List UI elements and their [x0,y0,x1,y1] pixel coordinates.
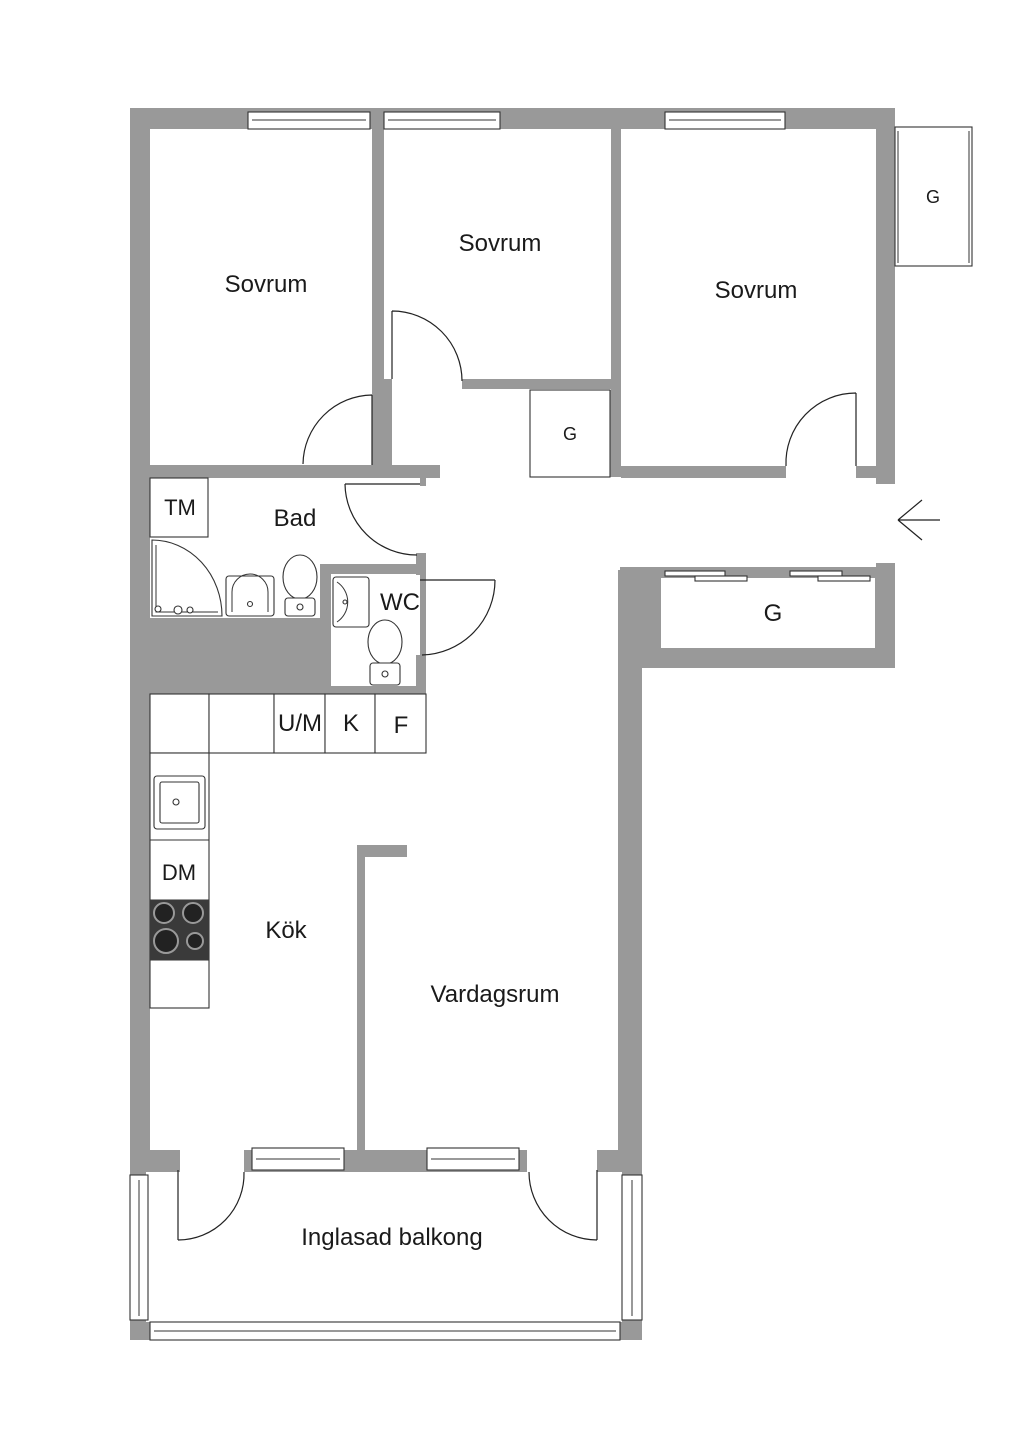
toilet-icon [282,554,318,617]
window-icon [129,111,786,1341]
label-sovrum-2: Sovrum [459,230,542,257]
label-bad: Bad [274,505,317,532]
tm-box [149,477,209,538]
entry-hall [620,478,895,563]
label-garderob-exterior: G [926,187,940,207]
label-f: F [394,712,409,739]
label-k: K [343,710,359,737]
sink-icon [153,775,206,830]
label-balkong: Inglasad balkong [301,1224,482,1251]
kitchen-fixtures [149,693,427,1009]
room-sovrum-3 [621,129,876,466]
labels: Sovrum Sovrum Sovrum G G TM Bad WC G U/M… [162,187,940,1251]
garderob-entry [661,578,875,648]
label-garderob-entry: G [764,600,783,627]
room-sovrum-1 [150,129,372,465]
sink-icon [225,573,275,617]
label-dm: DM [162,860,196,885]
door-swing-icon [177,310,871,1241]
inner-walls [130,129,895,1172]
shower-icon [151,539,223,617]
entrance-arrow-icon [897,499,940,541]
garderob-hall-box [529,389,611,478]
label-um: U/M [278,710,322,737]
label-sovrum-3: Sovrum [715,277,798,304]
label-garderob-hall: G [563,424,577,444]
label-wc: WC [380,589,420,616]
stove-icon [150,900,209,960]
label-vardagsrum: Vardagsrum [431,981,560,1008]
label-tm: TM [164,495,196,520]
bathroom-fixtures [149,477,403,686]
hallway [150,379,876,1172]
sink-icon [332,576,370,628]
garderob-exterior-box [894,126,973,267]
label-kok: Kök [265,917,307,944]
room-balkong [146,1172,622,1322]
toilet-icon [367,619,403,686]
room-sovrum-2 [384,129,611,379]
label-sovrum-1: Sovrum [225,271,308,298]
